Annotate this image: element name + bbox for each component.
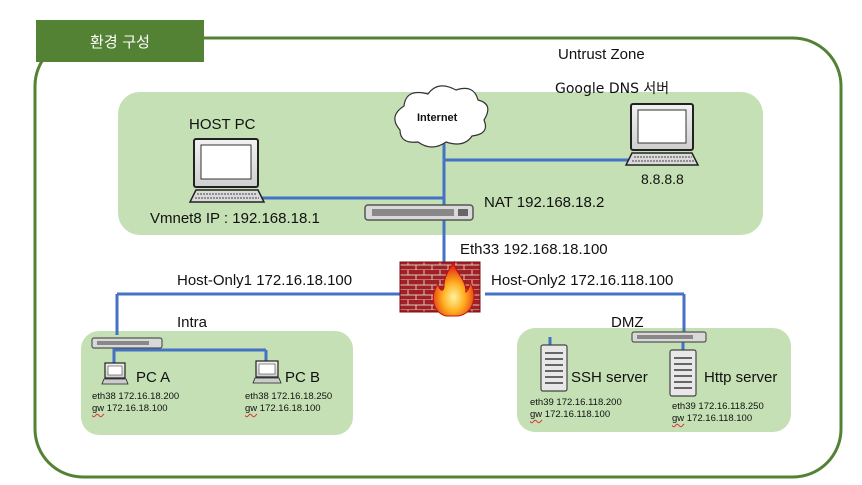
http-server-icon bbox=[669, 349, 697, 397]
ssh-server-icon bbox=[540, 344, 568, 392]
http-gw: gw 172.16.118.100 bbox=[672, 413, 764, 425]
dmz-zone-area bbox=[517, 328, 791, 432]
http-server-addresses: eth39 172.16.118.250 gw 172.16.118.100 bbox=[672, 401, 764, 425]
pc-b-addresses: eth38 172.16.18.250 gw 172.16.18.100 bbox=[245, 391, 332, 415]
ssh-server-addresses: eth39 172.16.118.200 gw 172.16.118.100 bbox=[530, 397, 622, 421]
dmz-switch-icon bbox=[631, 331, 707, 343]
host-pc-computer-icon bbox=[188, 138, 266, 203]
pc-a-eth: eth38 172.16.18.200 bbox=[92, 391, 180, 402]
untrust-zone-border bbox=[33, 36, 843, 479]
nat-switch-icon bbox=[364, 204, 474, 221]
ssh-server-name: SSH server bbox=[571, 369, 648, 386]
host-pc-title: HOST PC bbox=[189, 116, 256, 133]
pc-b-gw-value: 172.16.18.100 bbox=[259, 403, 321, 414]
ssh-eth: eth39 172.16.118.200 bbox=[530, 397, 622, 408]
nat-label: NAT 192.168.18.2 bbox=[484, 194, 605, 211]
http-gw-value: 172.16.118.100 bbox=[686, 413, 753, 424]
internet-cloud-icon bbox=[394, 85, 489, 148]
pc-b-eth: eth38 172.16.18.250 bbox=[245, 391, 333, 402]
ssh-gw-key: gw bbox=[530, 409, 543, 420]
pc-a-gw: gw 172.16.18.100 bbox=[92, 403, 179, 415]
vmnet8-ip-label: Vmnet8 IP : 192.168.18.1 bbox=[150, 210, 320, 227]
pc-b-computer-icon bbox=[252, 360, 282, 384]
firewall-icon bbox=[399, 260, 481, 317]
intra-switch-icon bbox=[91, 337, 163, 349]
dmz-label: DMZ bbox=[611, 314, 644, 331]
google-dns-title: Google DNS 서버 bbox=[555, 81, 670, 97]
internet-label: Internet bbox=[417, 112, 458, 124]
google-dns-computer-icon bbox=[624, 103, 700, 166]
host-only1-label: Host-Only1 172.16.18.100 bbox=[177, 272, 353, 289]
pc-b-name: PC B bbox=[285, 369, 321, 386]
pc-b-gw: gw 172.16.18.100 bbox=[245, 403, 332, 415]
pc-b-gw-key: gw bbox=[245, 403, 258, 414]
http-gw-key: gw bbox=[672, 413, 685, 424]
pc-a-gw-value: 172.16.18.100 bbox=[106, 403, 168, 414]
google-dns-ip: 8.8.8.8 bbox=[641, 171, 684, 187]
intra-label: Intra bbox=[177, 314, 208, 331]
host-only2-label: Host-Only2 172.16.118.100 bbox=[491, 272, 674, 289]
ssh-gw: gw 172.16.118.100 bbox=[530, 409, 622, 421]
pc-a-addresses: eth38 172.16.18.200 gw 172.16.18.100 bbox=[92, 391, 179, 415]
http-eth: eth39 172.16.118.250 bbox=[672, 401, 764, 412]
eth33-label: Eth33 192.168.18.100 bbox=[460, 241, 608, 258]
pc-a-computer-icon bbox=[101, 362, 129, 385]
pc-a-gw-key: gw bbox=[92, 403, 105, 414]
ssh-gw-value: 172.16.118.100 bbox=[544, 409, 611, 420]
pc-a-name: PC A bbox=[136, 369, 171, 386]
intra-zone-area bbox=[81, 331, 353, 435]
http-server-name: Http server bbox=[704, 369, 778, 386]
untrust-zone-label: Untrust Zone bbox=[558, 46, 645, 63]
title-tab[interactable]: 환경 구성 bbox=[36, 20, 204, 62]
